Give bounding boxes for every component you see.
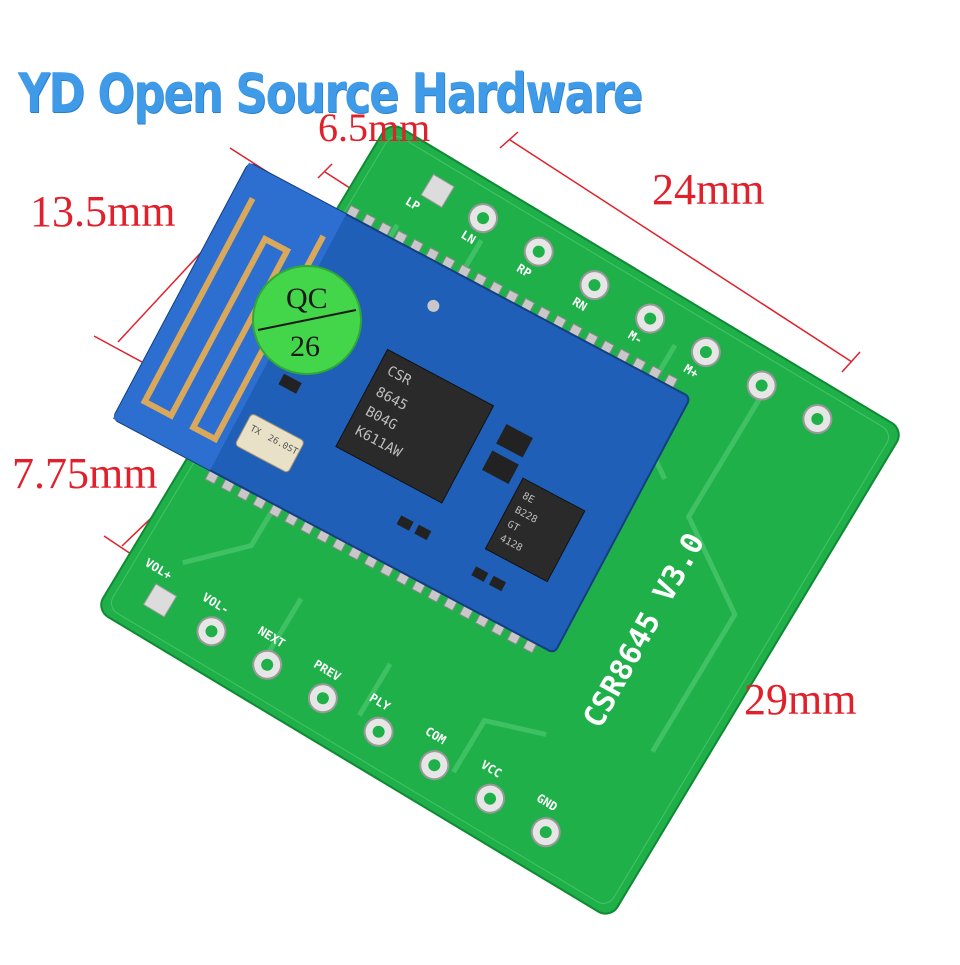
dimension-antenna-length: 13.5mm: [30, 187, 176, 236]
bluetooth-module: CSR 8645 B04G K611AW 8E B228 GT 4128 TX …: [112, 162, 690, 654]
pin-label-m-plus: M+: [681, 361, 701, 380]
crystal-line0: TX: [248, 424, 263, 438]
pin-label-m-minus: M-: [626, 328, 646, 347]
qc-number: 26: [290, 330, 320, 363]
dimension-width-top: 24mm: [652, 165, 765, 214]
pin-label-lp: LP: [403, 194, 423, 213]
pin-label-ln: LN: [459, 228, 479, 247]
pin-label-rn: RN: [570, 295, 590, 314]
chip-secondary-line2: GT: [505, 519, 521, 534]
top-pins: [420, 173, 833, 435]
qc-sticker: QC 26: [252, 265, 362, 375]
dimension-antenna-width: 6.5mm: [318, 105, 431, 150]
brand-watermark: YD Open Source Hardware: [18, 62, 643, 125]
chip-secondary-line0: 8E: [520, 491, 536, 506]
bottom-pins: [142, 583, 561, 848]
dimension-height-right: 29mm: [744, 675, 857, 724]
qc-text: QC: [286, 282, 328, 315]
pin-label-rp: RP: [514, 261, 534, 280]
dimension-side-offset: 7.75mm: [12, 449, 158, 498]
